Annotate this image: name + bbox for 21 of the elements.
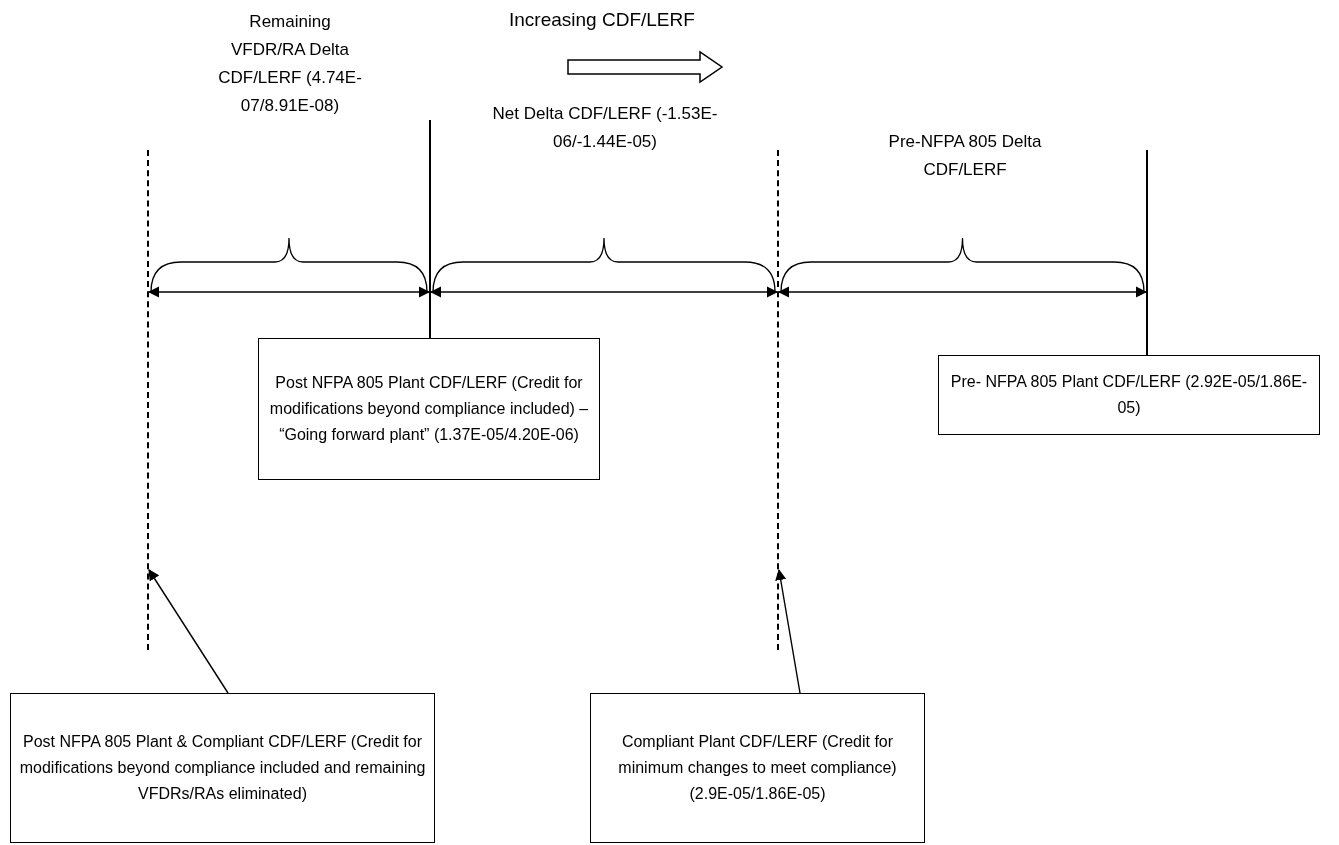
dashed-marker-line [147, 150, 149, 650]
double-arrow [147, 286, 431, 298]
marker-line [1146, 150, 1148, 355]
text-box [590, 693, 925, 843]
dashed-marker-line [777, 150, 779, 650]
span-label: Pre-NFPA 805 Delta CDF/LERF [887, 131, 1043, 181]
span-label: Net Delta CDF/LERF (-1.53E-06/-1.44E-05) [491, 103, 719, 153]
box-text: Compliant Plant CDF/LERF (Credit for minimum changes to meet compliance) (2.9E-05/1.86E-05) [617, 732, 898, 804]
box-text: Post NFPA 805 Plant & Compliant CDF/LERF (Credit for modifications beyond compliance included and remaining VFDRs/RAs eliminated) [19, 732, 426, 804]
arrow [148, 569, 229, 694]
span-label: Remaining VFDR/RA Delta CDF/LERF (4.74E-07/8.91E-08) [217, 11, 363, 117]
double-arrow [429, 286, 779, 298]
text-box [938, 355, 1320, 435]
arrow [775, 568, 801, 694]
text-box [258, 338, 600, 480]
marker-line [429, 120, 431, 338]
double-arrow [777, 286, 1148, 298]
title: Increasing CDF/LERF [509, 8, 695, 32]
text-box [10, 693, 435, 843]
box-text: Pre- NFPA 805 Plant CDF/LERF (2.92E-05/1.86E-05) [949, 372, 1309, 418]
box-text: Post NFPA 805 Plant CDF/LERF (Credit for modifications beyond compliance included) – “Going forward plant” (1.37E-05/4.20E-06) [268, 373, 590, 445]
